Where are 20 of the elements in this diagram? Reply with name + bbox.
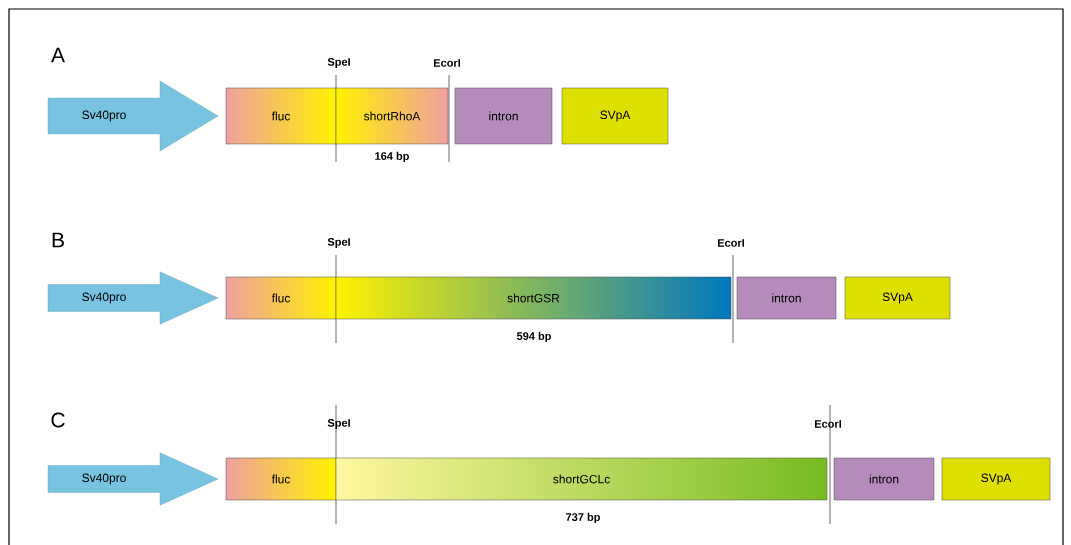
length-label: 594 bp: [516, 331, 551, 343]
gene-segment-box: intron: [736, 276, 837, 320]
gene-segment-box: intron: [833, 457, 935, 501]
gene-segment-box: shortRhoA: [335, 87, 449, 145]
site-label: SpeI: [327, 419, 350, 429]
panel-letter: C: [51, 412, 65, 428]
panel-letter: B: [52, 232, 64, 248]
site-label: EcorI: [815, 420, 841, 428]
gene-segment-box: SVpA: [844, 276, 951, 320]
gene-segment-box: SVpA: [941, 457, 1051, 501]
length-label: 737 bp: [566, 512, 600, 524]
gene-segment-box: fluc: [225, 87, 337, 145]
gene-segment-box: intron: [454, 87, 553, 145]
gene-segment-box: fluc: [225, 457, 337, 501]
site-label: SpeI: [327, 238, 350, 248]
site-label: EcorI: [434, 59, 461, 67]
site-label: EcorI: [718, 239, 744, 247]
gene-segment-box: fluc: [225, 276, 337, 320]
site-label: SpeI: [327, 58, 350, 68]
gene-segment-box: SVpA: [561, 87, 669, 145]
